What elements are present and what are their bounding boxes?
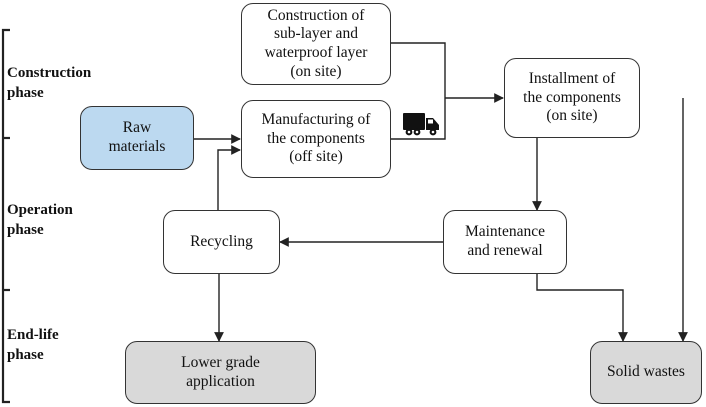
node-lower-grade-application: Lower grade application: [125, 341, 316, 404]
node-sublayer-construction: Construction of sub-layer and waterproof…: [241, 3, 391, 85]
arrow-recycling-to-manufacturing: [217, 145, 241, 210]
phase-label-operation: Operation phase: [7, 202, 73, 239]
truck-icon: [403, 113, 439, 136]
phase-label-construction: Construction phase: [7, 65, 92, 102]
node-maintenance: Maintenance and renewal: [443, 210, 567, 274]
arrow-maintenance-to-solidwastes: [536, 274, 628, 342]
node-raw-materials: Raw materials: [80, 106, 194, 170]
line-sublayer-to-junction: [390, 42, 446, 98]
phase-label-endlife: End-life phase: [7, 327, 59, 364]
node-manufacturing: Manufacturing of the components (off sit…: [241, 100, 391, 178]
node-solid-wastes: Solid wastes: [590, 341, 702, 404]
line-manufacturing-to-junction: [390, 98, 446, 140]
node-installment: Installment of the components (on site): [504, 58, 640, 138]
node-recycling: Recycling: [163, 210, 280, 274]
phase-bracket: [1, 28, 10, 404]
